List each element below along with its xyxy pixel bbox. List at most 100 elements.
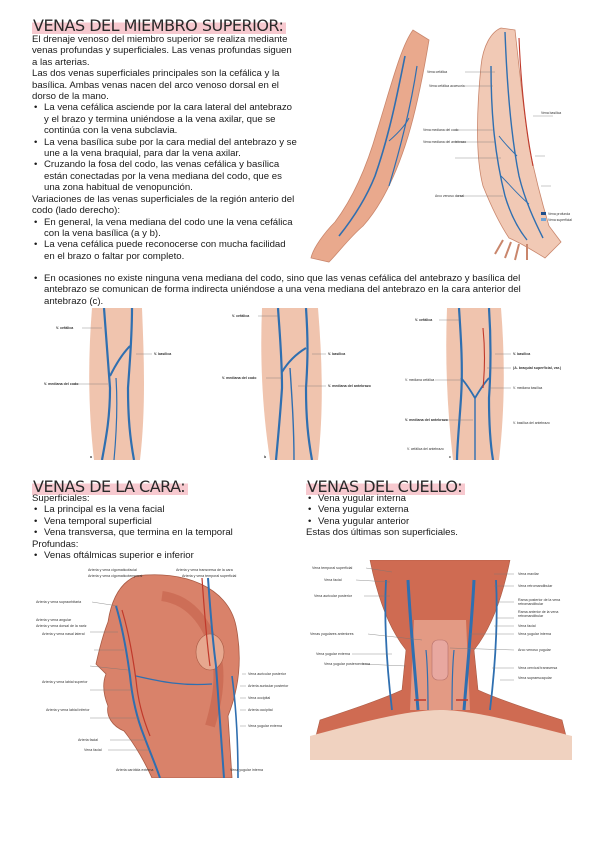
variant-letter: a xyxy=(90,455,93,459)
legend-label: Vena superficial xyxy=(548,218,572,222)
list-item: La principal es la vena facial xyxy=(32,504,282,516)
list-item: En ocasiones no existe ninguna vena medi… xyxy=(32,273,548,307)
list-item: Vena temporal superficial xyxy=(32,516,282,528)
neck-label: Vena yugular externa xyxy=(316,652,350,656)
superficial-heading: Superficiales: xyxy=(32,493,90,504)
neck-list: Vena yugular interna Vena yugular extern… xyxy=(306,493,566,528)
arm-label: Vena basílica xyxy=(541,111,561,115)
face-label: Arteria carótida externa xyxy=(116,768,154,772)
elbow-label: V. cefálica xyxy=(415,318,433,322)
face-label: Vena occipital xyxy=(248,696,271,700)
section-title-upper-limb: VENAS DEL MIEMBRO SUPERIOR: xyxy=(32,16,287,35)
face-label: Arteria y vena angular xyxy=(36,618,72,622)
elbow-label: V. mediana del codo xyxy=(222,376,257,380)
variant-letter: c xyxy=(449,455,451,459)
face-label: Arteria y vena nasal lateral xyxy=(42,632,85,636)
list-item: La vena basílica sube por la cara medial… xyxy=(32,137,298,160)
section-title-neck: VENAS DEL CUELLO: xyxy=(306,477,466,496)
elbow-label: V. mediana del codo xyxy=(44,382,79,386)
list-item: Cruzando la fosa del codo, las venas cef… xyxy=(32,159,298,193)
elbow-variant-c: V. cefálica V. basílica (A. braquial sup… xyxy=(405,308,565,460)
face-label: Arteria y vena supraorbitaria xyxy=(36,600,82,604)
neck-label: Vena yugular posteroexterna xyxy=(324,662,370,666)
neck-label: Arco venoso yugular xyxy=(518,648,551,652)
list-item: Vena yugular interna xyxy=(306,493,566,505)
face-label: Arteria y vena cigomaticotemporal xyxy=(88,574,143,578)
face-label: Arteria y vena labial inferior xyxy=(46,708,90,712)
variations-paragraph: Variaciones de las venas superficiales d… xyxy=(32,193,295,217)
deep-heading: Profundas: xyxy=(32,538,79,550)
face-label: Arteria y vena temporal superficial xyxy=(182,574,237,578)
neck-label: Vena facial xyxy=(324,578,342,582)
face-label: Vena yugular externa xyxy=(248,724,282,728)
neck-label: Vena temporal superficial xyxy=(312,566,353,570)
neck-label: Rama posterior de la vena retromandibula… xyxy=(518,598,561,606)
superficial-vein-swatch xyxy=(541,218,546,221)
arm-label: Vena mediana del codo xyxy=(423,128,459,132)
variant-letter: b xyxy=(264,455,267,459)
elbow-variant-a: V. cefálica V. basílica V. mediana del c… xyxy=(44,308,194,460)
elbow-label: V. mediana basílica xyxy=(513,386,542,390)
list-item: Vena yugular externa xyxy=(306,504,566,516)
neck-label: Rama anterior de la vena retromandibular xyxy=(518,610,559,618)
elbow-label: V. basílica del antebrazo xyxy=(513,421,550,425)
elbow-label: V. basílica xyxy=(154,352,172,356)
list-item: En general, la vena mediana del codo une… xyxy=(32,217,298,240)
superficial-paragraph: Las dos venas superficiales principales … xyxy=(32,68,280,103)
arm-label: Vena mediana del antebrazo xyxy=(423,140,466,144)
variation-wide-text: En ocasiones no existe ninguna vena medi… xyxy=(32,273,548,307)
elbow-label: V. mediana del antebrazo xyxy=(405,418,449,422)
variation-bullets: En general, la vena mediana del codo une… xyxy=(32,217,298,263)
list-item: La vena cefálica puede reconocerse con m… xyxy=(32,239,298,262)
neck-label: Vena retromandibular xyxy=(518,584,553,588)
neck-label: Vena auricular posterior xyxy=(314,594,352,598)
neck-label: Vena maxilar xyxy=(518,572,539,576)
arm-label: Vena cefálica accesoria xyxy=(429,84,465,88)
neck-note: Estas dos últimas son superficiales. xyxy=(306,527,458,539)
list-item: La vena cefálica asciende por la cara la… xyxy=(32,102,298,136)
face-label: Arteria y vena dorsal de la nariz xyxy=(36,624,87,628)
neck-label: Vena yugular interna xyxy=(518,632,551,636)
legend-label: Vena profunda xyxy=(548,212,570,216)
elbow-label: V. basílica xyxy=(328,352,346,356)
neck-label: Venas yugulares anteriores xyxy=(310,632,354,636)
variation-bullets-wide: En ocasiones no existe ninguna vena medi… xyxy=(32,273,548,307)
neck-label: Vena cervical transversa xyxy=(518,666,558,670)
neck-label: Vena supraescapular xyxy=(518,676,552,680)
list-item: Vena yugular anterior xyxy=(306,516,566,528)
upper-limb-bullets: La vena cefálica asciende por la cara la… xyxy=(32,102,298,193)
elbow-label: V. basílica xyxy=(513,352,531,356)
arm-label: Arco venoso dorsal xyxy=(435,194,464,198)
arm-vein-illustration: Vena cefálica Vena cefálica accesoria Ve… xyxy=(305,26,573,264)
list-item: Vena transversa, que termina en la tempo… xyxy=(32,527,282,539)
elbow-label: (A. braquial superficial, var.) xyxy=(513,366,562,370)
elbow-label: V. cefálica xyxy=(56,326,74,330)
face-label: Arteria facial xyxy=(78,738,98,742)
face-label: Arteria y vena cigomaticofacial xyxy=(88,568,137,572)
neck-vein-illustration: Vena temporal superficial Vena facial Ve… xyxy=(310,560,572,760)
list-item: Venas oftálmicas superior e inferior xyxy=(32,550,282,562)
face-text: Superficiales: La principal es la vena f… xyxy=(32,493,282,562)
neck-label: Vena facial xyxy=(518,624,536,628)
face-deep-list: Venas oftálmicas superior e inferior xyxy=(32,550,282,562)
neck-text: Vena yugular interna Vena yugular extern… xyxy=(306,493,566,539)
section-title-face: VENAS DE LA CARA: xyxy=(32,477,189,496)
face-label: Vena facial xyxy=(84,748,102,752)
face-label: Arteria occipital xyxy=(248,708,273,712)
elbow-label: V. cefálica xyxy=(232,314,250,318)
face-superficial-list: La principal es la vena facial Vena temp… xyxy=(32,504,282,539)
elbow-variant-b: V. cefálica V. basílica V. mediana del c… xyxy=(222,308,372,460)
intro-paragraph: El drenaje venoso del miembro superior s… xyxy=(32,34,292,68)
face-label: Arteria y vena labial superior xyxy=(42,680,88,684)
face-label: Arteria y vena transversa de la cara xyxy=(176,568,233,572)
arm-label: Vena cefálica xyxy=(427,70,447,74)
upper-limb-text: El drenaje venoso del miembro superior s… xyxy=(32,34,298,262)
face-vein-illustration: Arteria y vena cigomaticofacial Arteria … xyxy=(32,566,296,778)
elbow-label: V. mediana del antebrazo xyxy=(328,384,372,388)
elbow-label: V. mediana cefálica xyxy=(405,378,434,382)
face-label: Vena yugular interna xyxy=(230,768,263,772)
elbow-label: V. cefálica del antebrazo xyxy=(407,447,444,451)
deep-vein-swatch xyxy=(541,212,546,215)
face-label: Vena auricular posterior xyxy=(248,672,286,676)
face-label: Arteria auricular posterior xyxy=(248,684,289,688)
